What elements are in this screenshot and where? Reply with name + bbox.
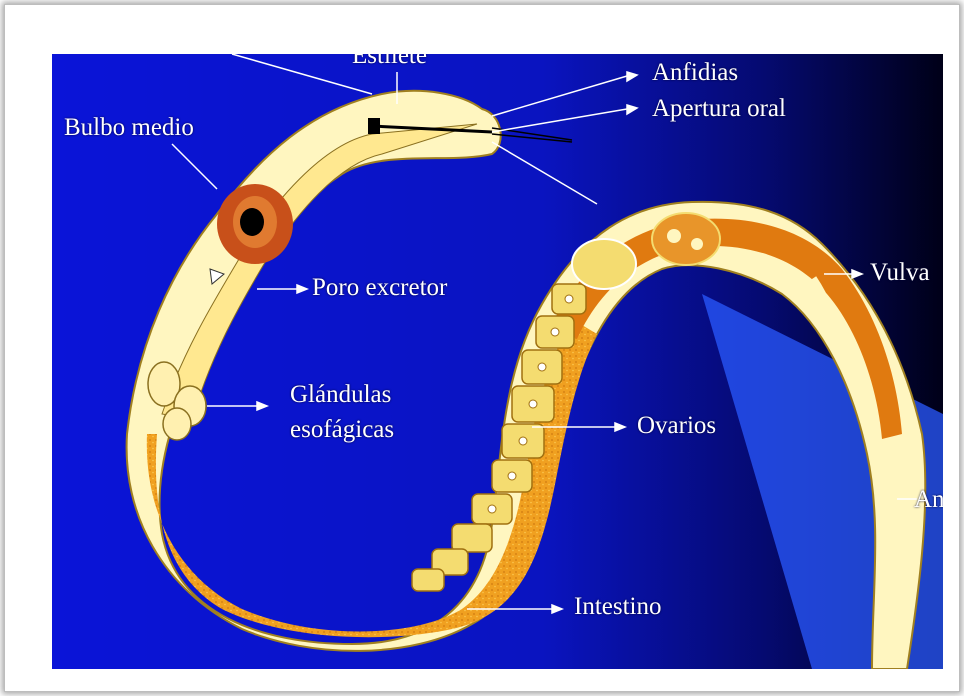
label-poro-excretor: Poro excretor: [312, 274, 447, 302]
label-apertura-oral: Apertura oral: [652, 95, 786, 123]
egg-1: [572, 239, 636, 289]
label-intestino: Intestino: [574, 593, 662, 621]
image-frame: Estilete Bulbo medio Anfidias Apertura o…: [4, 4, 960, 692]
label-anfidias: Anfidias: [652, 59, 738, 87]
label-bulbo-medio: Bulbo medio: [64, 114, 194, 142]
label-vulva: Vulva: [870, 259, 930, 287]
egg-2: [652, 213, 720, 265]
nematode-illustration: [52, 54, 943, 669]
label-ano: Ano: [914, 486, 943, 514]
nematode-diagram: Estilete Bulbo medio Anfidias Apertura o…: [52, 54, 943, 669]
label-glandulas: Glándulas: [290, 381, 391, 409]
label-esofagicas: esofágicas: [290, 416, 394, 444]
label-ovarios: Ovarios: [637, 412, 716, 440]
label-estilete: Estilete: [352, 54, 427, 70]
